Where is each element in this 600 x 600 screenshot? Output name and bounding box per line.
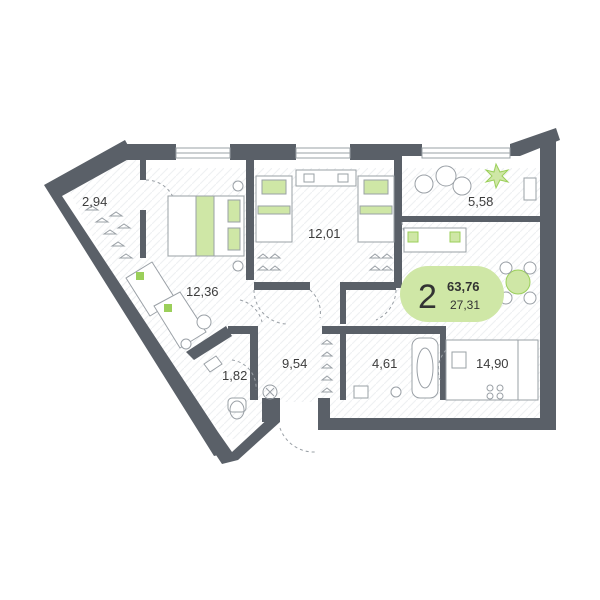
desk-left (125, 261, 212, 350)
wall-int-4 (140, 160, 146, 180)
bed-double-left (167, 180, 245, 272)
area-badge-pill (400, 266, 504, 322)
room-area-hall: 9,54 (282, 356, 307, 371)
wall-int-5 (140, 210, 146, 258)
room-area-bathroom-small: 1,82 (222, 368, 247, 383)
room-area-bedroom-center: 12,01 (308, 226, 341, 241)
door-bath-small (231, 359, 257, 391)
wall-int-11 (440, 334, 446, 400)
wall-int-13 (250, 334, 258, 400)
wardrobe-hangers (84, 205, 134, 259)
door-hall (309, 289, 321, 319)
wall-top-1 (120, 144, 176, 160)
wall-top-2 (230, 144, 296, 160)
total-area: 63,76 (447, 279, 480, 294)
hall-marker-icon (262, 384, 278, 400)
toilet-fixtures (203, 355, 247, 420)
wall-entrance-right (318, 398, 330, 430)
hall-hangers (320, 339, 334, 393)
wall-int-3 (402, 216, 540, 222)
wall-int-6 (254, 282, 310, 290)
room-area-kitchen: 14,90 (476, 356, 509, 371)
wall-int-1 (246, 160, 254, 280)
wall-bottom-left (214, 415, 280, 464)
door-kitchen (437, 349, 447, 381)
area-badge: 2 63,76 27,31 (400, 266, 504, 322)
wall-int-8 (340, 290, 346, 324)
windows (175, 147, 511, 159)
hangers-center (256, 253, 394, 271)
rooms-count: 2 (418, 278, 437, 316)
kitchen-counter (445, 339, 539, 401)
balcony-furniture (414, 162, 537, 201)
wall-top-right (510, 128, 560, 156)
door-bedroom-left (239, 299, 263, 323)
bathroom-fixtures (353, 337, 439, 399)
wall-int-2 (394, 160, 402, 288)
room-area-balcony: 5,58 (468, 194, 493, 209)
interior-walls (140, 160, 540, 400)
outer-walls (44, 128, 560, 464)
wall-top-3 (350, 144, 402, 160)
wall-right (540, 140, 556, 425)
door-entrance (279, 427, 317, 453)
wall-int-7 (340, 282, 396, 290)
dining-table (499, 261, 537, 305)
wall-int-10 (340, 334, 346, 400)
wall-top-4 (402, 144, 422, 156)
kitchen-sofa (403, 227, 467, 253)
living-area: 27,31 (450, 298, 480, 312)
bed-single-1 (255, 175, 293, 243)
wall-bottom-right (318, 418, 556, 430)
bed-single-2 (357, 175, 395, 243)
wall-int-14 (228, 326, 258, 334)
wall-int-9 (322, 326, 446, 334)
room-area-wardrobe: 2,94 (82, 194, 107, 209)
room-area-bedroom-left: 12,36 (186, 284, 219, 299)
desk-center (295, 169, 357, 187)
door-bathroom (375, 289, 397, 321)
room-area-bathroom: 4,61 (372, 356, 397, 371)
door-bedroom-center (253, 289, 289, 325)
wall-int-12 (186, 326, 232, 360)
wall-entrance-left (262, 398, 280, 422)
